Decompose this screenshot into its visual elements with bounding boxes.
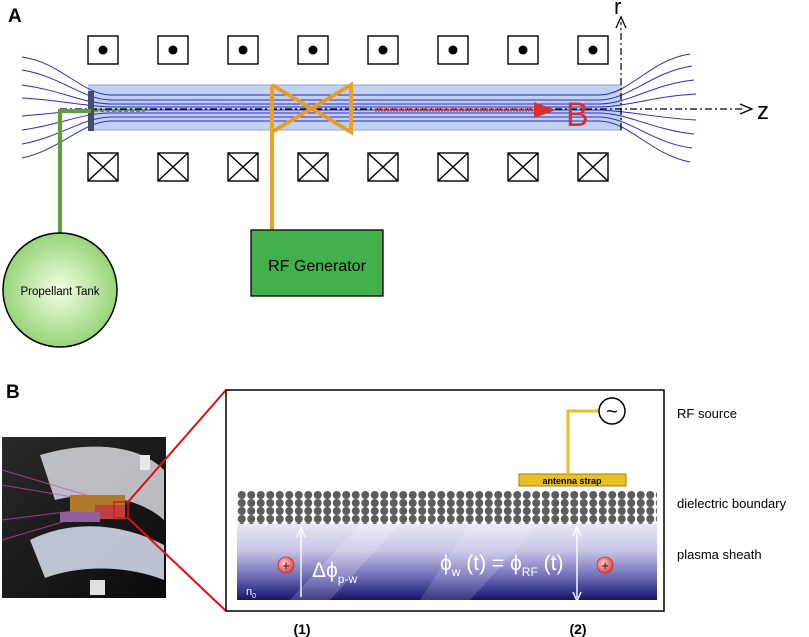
rf-antenna: [270, 81, 353, 230]
dielectric-boundary: [237, 491, 657, 524]
antenna-strap-label: antenna strap: [542, 476, 602, 486]
ion-marker-left-plus: +: [282, 558, 290, 573]
antenna-strap: [518, 473, 627, 487]
rf-source-wire: [566, 409, 599, 474]
rf-generator-label: RF Generator: [268, 258, 366, 275]
panel-a-label: A: [8, 6, 22, 27]
marker-1-label: (1): [293, 621, 310, 637]
b-field-arrowhead: [534, 102, 556, 118]
sheath-light-beam-right: [420, 524, 540, 600]
r-axis-arrowhead: [615, 15, 627, 29]
zoom-line-bottom: [127, 517, 227, 612]
marker-2-label: (2): [569, 621, 586, 637]
propellant-tank: [2, 232, 118, 348]
rf-source-tilde-icon: ~: [606, 401, 618, 423]
b-field-label: B: [566, 96, 589, 134]
zoom-line-top: [127, 389, 227, 503]
propellant-feed-line: [58, 109, 91, 233]
phi-wall-rf-equation: ϕw (t) = ϕRF (t): [440, 552, 563, 579]
ion-marker-right: [596, 556, 614, 574]
panel-b-label: B: [6, 382, 20, 403]
sheath-light-beam-left: [290, 524, 400, 600]
z-axis-arrowhead: [739, 103, 754, 115]
potential-arrow-1: [296, 526, 306, 597]
ion-marker-right-plus: +: [601, 558, 609, 573]
rf-source-symbol: [598, 397, 626, 425]
rf-generator-box: [250, 229, 384, 297]
plasma-sheath-region: [237, 524, 657, 600]
thruster-cutaway-image: [1, 437, 166, 598]
rf-source-label: RF source: [677, 406, 737, 421]
r-axis-label: r: [614, 0, 621, 19]
rf-antenna-shadow: [271, 84, 352, 133]
coil-dots: [98, 45, 598, 55]
ion-marker-left: [277, 556, 295, 574]
coil-row-out-of-page: [87, 35, 609, 65]
potential-arrow-2: [572, 525, 582, 603]
plasma-sheath-label: plasma sheath: [677, 547, 762, 562]
magnetic-field-lines: [21, 53, 697, 163]
dielectric-boundary-label: dielectric boundary: [677, 496, 787, 511]
propellant-tank-label: Propellant Tank: [20, 286, 99, 298]
n0-label: n0: [246, 586, 256, 600]
delta-phi-label: Δϕp-w: [312, 559, 357, 586]
z-axis-label: z: [757, 98, 769, 125]
coil-row-into-page: [87, 152, 609, 182]
